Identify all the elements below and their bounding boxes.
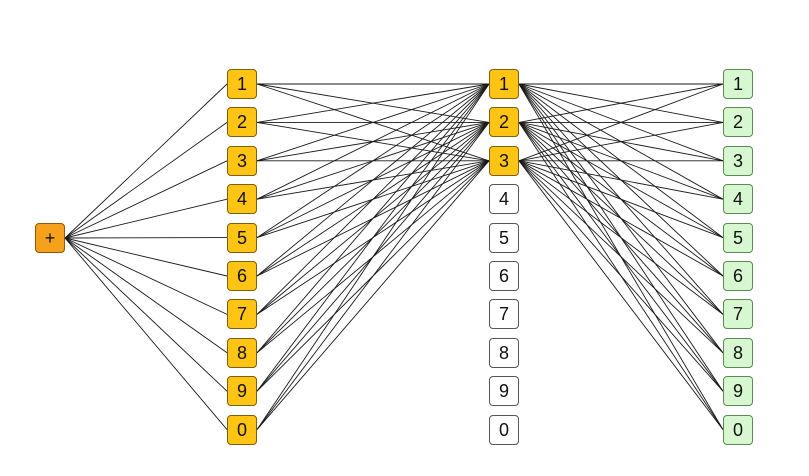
edge-source-to-a-7: [64, 237, 228, 315]
edge-source-to-a-2: [64, 122, 228, 239]
layer-a-node-9: 9: [227, 376, 257, 407]
layer-c-node-8: 8: [723, 337, 753, 368]
layer-c-node-3: 3: [723, 145, 753, 176]
edge-a0-to-b3: [256, 160, 490, 430]
layer-c-node-5: 5: [723, 222, 753, 253]
edge-source-to-a-3: [64, 160, 228, 239]
edge-b3-to-c1: [518, 83, 724, 162]
edge-a9-to-b1: [256, 83, 490, 392]
edge-a4-to-b1: [256, 83, 490, 200]
edge-a2-to-b1: [256, 83, 490, 123]
layer-a-node-2: 2: [227, 107, 257, 138]
layer-c-node-9: 9: [723, 376, 753, 407]
layer-a-node-6: 6: [227, 261, 257, 291]
edge-b3-to-c5: [518, 160, 724, 239]
layer-b-node-8: 8: [489, 337, 519, 368]
edge-a8-to-b1: [256, 83, 490, 354]
edge-source-to-a-1: [64, 83, 228, 239]
edge-a5-to-b1: [256, 83, 490, 238]
edge-a7-to-b1: [256, 83, 490, 315]
edge-source-to-a-0: [64, 237, 228, 430]
layer-b-node-5: 5: [489, 222, 519, 253]
layer-b-node-6: 6: [489, 261, 519, 291]
layer-c-node-1: 1: [723, 69, 753, 99]
layer-b-node-0: 0: [489, 414, 519, 445]
edge-a0-to-b1: [256, 83, 490, 430]
layer-b-node-2: 2: [489, 107, 519, 138]
edge-b3-to-c8: [518, 160, 724, 354]
layer-a-node-3: 3: [227, 145, 257, 176]
edge-b3-to-c2: [518, 121, 724, 162]
edge-a3-to-b1: [256, 83, 490, 162]
layer-c-node-6: 6: [723, 261, 753, 291]
layer-b-node-1: 1: [489, 69, 519, 99]
layer-c-node-7: 7: [723, 299, 753, 330]
edge-b3-to-c7: [518, 160, 724, 315]
layer-a-node-0: 0: [227, 414, 257, 445]
layer-c-node-2: 2: [723, 107, 753, 138]
layer-a-node-1: 1: [227, 69, 257, 99]
layer-a-node-5: 5: [227, 222, 257, 253]
edge-source-to-a-9: [64, 237, 228, 392]
layer-b-node-7: 7: [489, 299, 519, 330]
edge-b3-to-c0: [518, 160, 724, 430]
edge-b3-to-c9: [518, 160, 724, 392]
layer-b-node-9: 9: [489, 376, 519, 407]
edge-a0-to-b2: [256, 122, 490, 430]
edge-b3-to-c4: [518, 160, 724, 200]
layer-c-node-0: 0: [723, 414, 753, 445]
layer-a-node-7: 7: [227, 299, 257, 330]
layer-a-node-4: 4: [227, 184, 257, 215]
layer-b-node-4: 4: [489, 184, 519, 215]
edge-b3-to-c6: [518, 160, 724, 277]
layer-c-node-4: 4: [723, 184, 753, 215]
layer-b-node-3: 3: [489, 145, 519, 176]
source-plus-node: +: [35, 223, 65, 253]
edge-source-to-a-6: [64, 237, 228, 277]
edge-source-to-a-8: [64, 237, 228, 354]
layer-a-node-8: 8: [227, 337, 257, 368]
edge-b2-to-c1: [518, 83, 724, 123]
edge-source-to-a-4: [64, 198, 228, 239]
edge-a6-to-b1: [256, 83, 490, 277]
